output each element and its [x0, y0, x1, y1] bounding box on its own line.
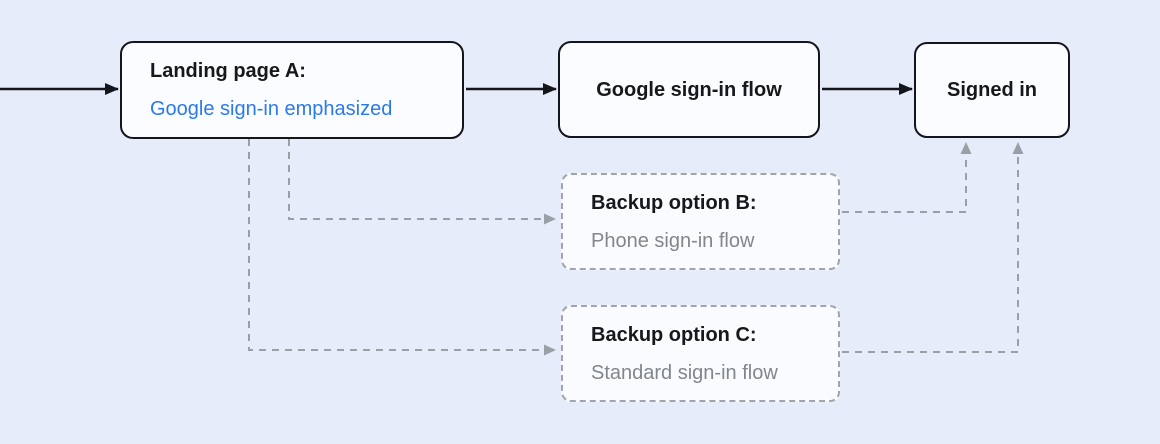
- node-backup-option-b-subtitle: Phone sign-in flow: [591, 229, 755, 252]
- node-backup-option-b-title: Backup option B:: [591, 191, 757, 214]
- arrow-landing-to-backup-b: [288, 139, 556, 225]
- node-landing-page-a-title: Landing page A:: [150, 60, 306, 82]
- arrow-backup-c-to-signed-in: [842, 142, 1024, 353]
- node-landing-page-a: Landing page A: Google sign-in emphasize…: [120, 41, 464, 139]
- node-backup-option-c-title: Backup option C:: [591, 323, 757, 346]
- node-backup-option-c-subtitle: Standard sign-in flow: [591, 361, 778, 384]
- node-signed-in: Signed in: [914, 42, 1070, 138]
- node-google-sign-in-flow: Google sign-in flow: [558, 41, 820, 138]
- arrow-landing-to-backup-c: [248, 139, 556, 356]
- node-backup-option-c: Backup option C: Standard sign-in flow: [561, 305, 840, 402]
- node-landing-page-a-subtitle: Google sign-in emphasized: [150, 98, 393, 120]
- node-google-sign-in-flow-label: Google sign-in flow: [596, 78, 782, 101]
- node-signed-in-label: Signed in: [947, 79, 1037, 101]
- node-backup-option-b: Backup option B: Phone sign-in flow: [561, 173, 840, 270]
- arrow-backup-b-to-signed-in: [842, 142, 972, 213]
